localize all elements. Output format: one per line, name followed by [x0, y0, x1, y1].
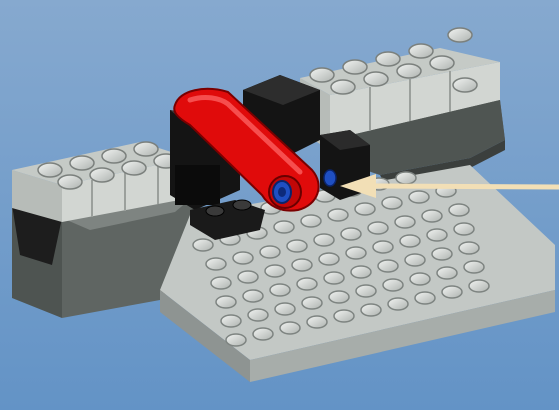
plate-stud: [328, 209, 348, 221]
plate-stud: [373, 241, 393, 253]
plate-stud: [319, 253, 339, 265]
plate-stud: [459, 242, 479, 254]
plate-stud: [307, 316, 327, 328]
plate-stud: [454, 223, 474, 235]
plate-stud: [388, 298, 408, 310]
plate-stud: [427, 229, 447, 241]
plate-stud: [302, 297, 322, 309]
plate-stud: [260, 246, 280, 258]
plate-stud: [405, 254, 425, 266]
plate-stud: [368, 222, 388, 234]
plate-stud: [410, 273, 430, 285]
plate-stud: [329, 291, 349, 303]
plate-stud: [464, 261, 484, 273]
plate-stud: [314, 234, 334, 246]
plate-stud: [193, 239, 213, 251]
plate-stud: [297, 278, 317, 290]
plate-stud: [395, 216, 415, 228]
plate-stud: [432, 248, 452, 260]
plate-stud: [437, 267, 457, 279]
plate-stud: [400, 235, 420, 247]
plate-stud: [243, 290, 263, 302]
plate-stud: [361, 304, 381, 316]
plate-stud: [355, 203, 375, 215]
plate-stud: [233, 252, 253, 264]
plate-stud: [396, 172, 416, 184]
plate-stud: [382, 197, 402, 209]
plate-stud: [449, 204, 469, 216]
plate-stud: [378, 260, 398, 272]
plate-stud: [206, 258, 226, 270]
plate-stud: [341, 228, 361, 240]
plate-stud: [287, 240, 307, 252]
plate-stud: [415, 292, 435, 304]
plate-stud: [238, 271, 258, 283]
plate-stud: [211, 277, 231, 289]
plate-stud: [383, 279, 403, 291]
plate-stud: [334, 310, 354, 322]
plate-stud: [274, 221, 294, 233]
plate-stud: [351, 266, 371, 278]
plate-stud: [221, 315, 241, 327]
plate-stud: [280, 322, 300, 334]
plate-stud: [442, 286, 462, 298]
plate-stud: [324, 272, 344, 284]
plate-stud: [292, 259, 312, 271]
plate-stud: [226, 334, 246, 346]
plate-stud: [469, 280, 489, 292]
plate-stud: [253, 328, 273, 340]
plate-stud: [356, 285, 376, 297]
plate-stud: [265, 265, 285, 277]
plate-stud: [248, 309, 268, 321]
plate-stud: [409, 191, 429, 203]
plate-stud: [275, 303, 295, 315]
plate-stud: [270, 284, 290, 296]
plate-stud: [216, 296, 236, 308]
plate-stud: [422, 210, 442, 222]
plate-stud: [346, 247, 366, 259]
plate-stud: [301, 215, 321, 227]
